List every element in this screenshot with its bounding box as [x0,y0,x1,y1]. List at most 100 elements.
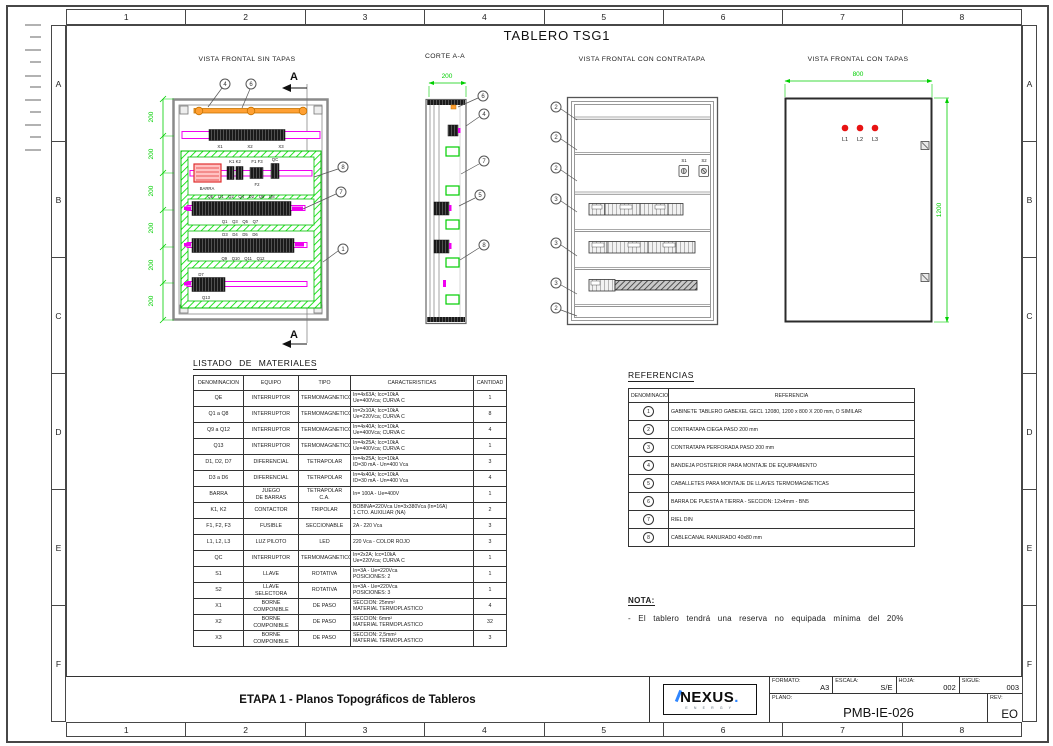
field-plano: PLANO: PMB-IE-026 [770,694,988,722]
din-component [433,239,450,254]
table-cell: 5 [628,474,669,493]
table-cell: JUEGO DE BARRAS [243,486,299,503]
table-cell: TRIPOLAR [298,502,351,519]
reference-number-circle: 5 [643,478,654,489]
table-cell: In=4x25A; Icc=10kA Ue=400Vca; CURVA C [350,438,474,455]
table-cell: SECCION: 25mm² MATERIAL TERMOPLASTICO [350,598,474,615]
table-cell: CONTACTOR [243,502,299,519]
table-cell: TERMOMAGNETICO [298,406,351,423]
column-header: DENOMINACION [193,375,244,391]
svg-text:3: 3 [554,197,558,203]
table-cell: DIFERENCIAL [243,454,299,471]
svg-text:8: 8 [341,165,345,171]
table-cell: LLAVE [243,566,299,583]
table-cell: X3 [193,630,244,647]
busbar-block [193,163,222,183]
grid-row-label: B [52,141,65,257]
svg-text:QE D1 Q2 Q4 D2 Q6 Q8: QE D1 Q2 Q4 D2 Q6 Q8 [207,194,275,199]
references-title: REFERENCIAS [628,370,694,382]
field-sigue: SIGUE: 003 [961,678,1019,692]
table-header-row: DENOMINACION REFERENCIA [628,388,915,403]
column-header: TIPO [298,375,351,391]
column-header: DENOMINACION [628,388,669,403]
table-cell: QC [193,550,244,567]
rail-4 [184,238,308,253]
svg-text:D7: D7 [198,272,204,277]
grid-row-label: D [52,373,65,489]
table-cell: INTERRUPTOR [243,422,299,439]
svg-text:F1 F3: F1 F3 [251,159,263,164]
table-cell: CONTRATAPA CIEGA PASO 200 mm [668,420,915,439]
table-cell: LLAVE SELECTORA [243,582,299,599]
reference-number-circle: 2 [643,424,654,435]
callout-8 [337,161,349,173]
rail-2 [189,163,313,183]
table-cell: INTERRUPTOR [243,406,299,423]
table-cell: 1 [628,402,669,421]
table-cell: TETRAPOLAR C.A. [298,486,351,503]
svg-text:S2: S2 [701,158,707,163]
page-border [6,5,1049,743]
column-header: EQUIPO [243,375,299,391]
svg-text:3: 3 [554,241,558,247]
svg-text:4: 4 [223,82,227,88]
svg-text:200: 200 [148,259,155,270]
svg-text:Q9 Q10 Q11 Q12: Q9 Q10 Q11 Q12 [221,256,265,261]
field-rev: REV: EO [990,695,1018,721]
title-block-fields: FORMATO: A3 ESCALA: S/E HOJA: 002 SIGUE:… [770,677,1022,722]
callout-4 [219,78,231,90]
pilot-light-l2 [856,124,864,132]
svg-text:200: 200 [148,222,155,233]
table-cell: L1, L2, L3 [193,534,244,551]
grid-column-label: 1 [123,724,129,735]
view-vista-frontal-con-contratapa: VISTA FRONTAL CON CONTRATAPA S1 S2 [550,56,719,326]
table-cell: 7 [628,510,669,529]
cover-seams [575,116,710,308]
reference-number-circle: 8 [643,532,654,543]
grid-column-label: 6 [662,723,782,736]
table-cell: 1 [473,550,507,567]
svg-text:K1 K2: K1 K2 [229,159,241,164]
blank-cover-hatch [614,280,698,291]
grid-row-label: A [55,78,62,89]
table-cell: In=2x10A; Icc=10kA Ue=220Vca; CURVA C [350,406,474,423]
table-cell: CONTRATAPA PERFORADA PASO 200 mm [668,438,915,457]
table-cell: Q1 a Q8 [193,406,244,423]
view-title: VISTA FRONTAL CON TAPAS [808,56,909,63]
grid-row-label: F [52,605,65,721]
grid-column-label: 7 [782,723,901,736]
grid-column-label: 5 [543,10,663,24]
table-cell: DIFERENCIAL [243,470,299,487]
table-cell: ROTATIVA [298,566,351,583]
grid-column-label: 8 [901,723,1021,736]
table-cell: In=4x40A; Icc=10kA Ue=400Vca; CURVA C [350,422,474,439]
materials-table: DENOMINACION EQUIPO TIPO CARACTERISTICAS… [193,375,507,647]
table-cell: 2 [473,502,507,519]
table-cell: BANDEJA POSTERIOR PARA MONTAJE DE EQUIPA… [668,456,915,475]
grid-row-label: C [52,257,65,373]
svg-text:X2: X2 [247,144,253,149]
table-cell: TERMOMAGNETICO [298,550,351,567]
grid-row-label: C [1023,257,1036,373]
svg-text:Q1 Q3 Q5 Q7: Q1 Q3 Q5 Q7 [222,219,259,224]
table-cell: 3 [473,630,507,647]
callout [478,239,490,251]
table-cell: 2A - 220 Vca [350,518,474,535]
svg-text:200: 200 [148,295,155,306]
ground-bar [193,106,308,116]
sheet-title: TABLERO TSG1 [504,28,611,43]
table-cell: 1 [473,582,507,599]
callout-7 [335,186,347,198]
